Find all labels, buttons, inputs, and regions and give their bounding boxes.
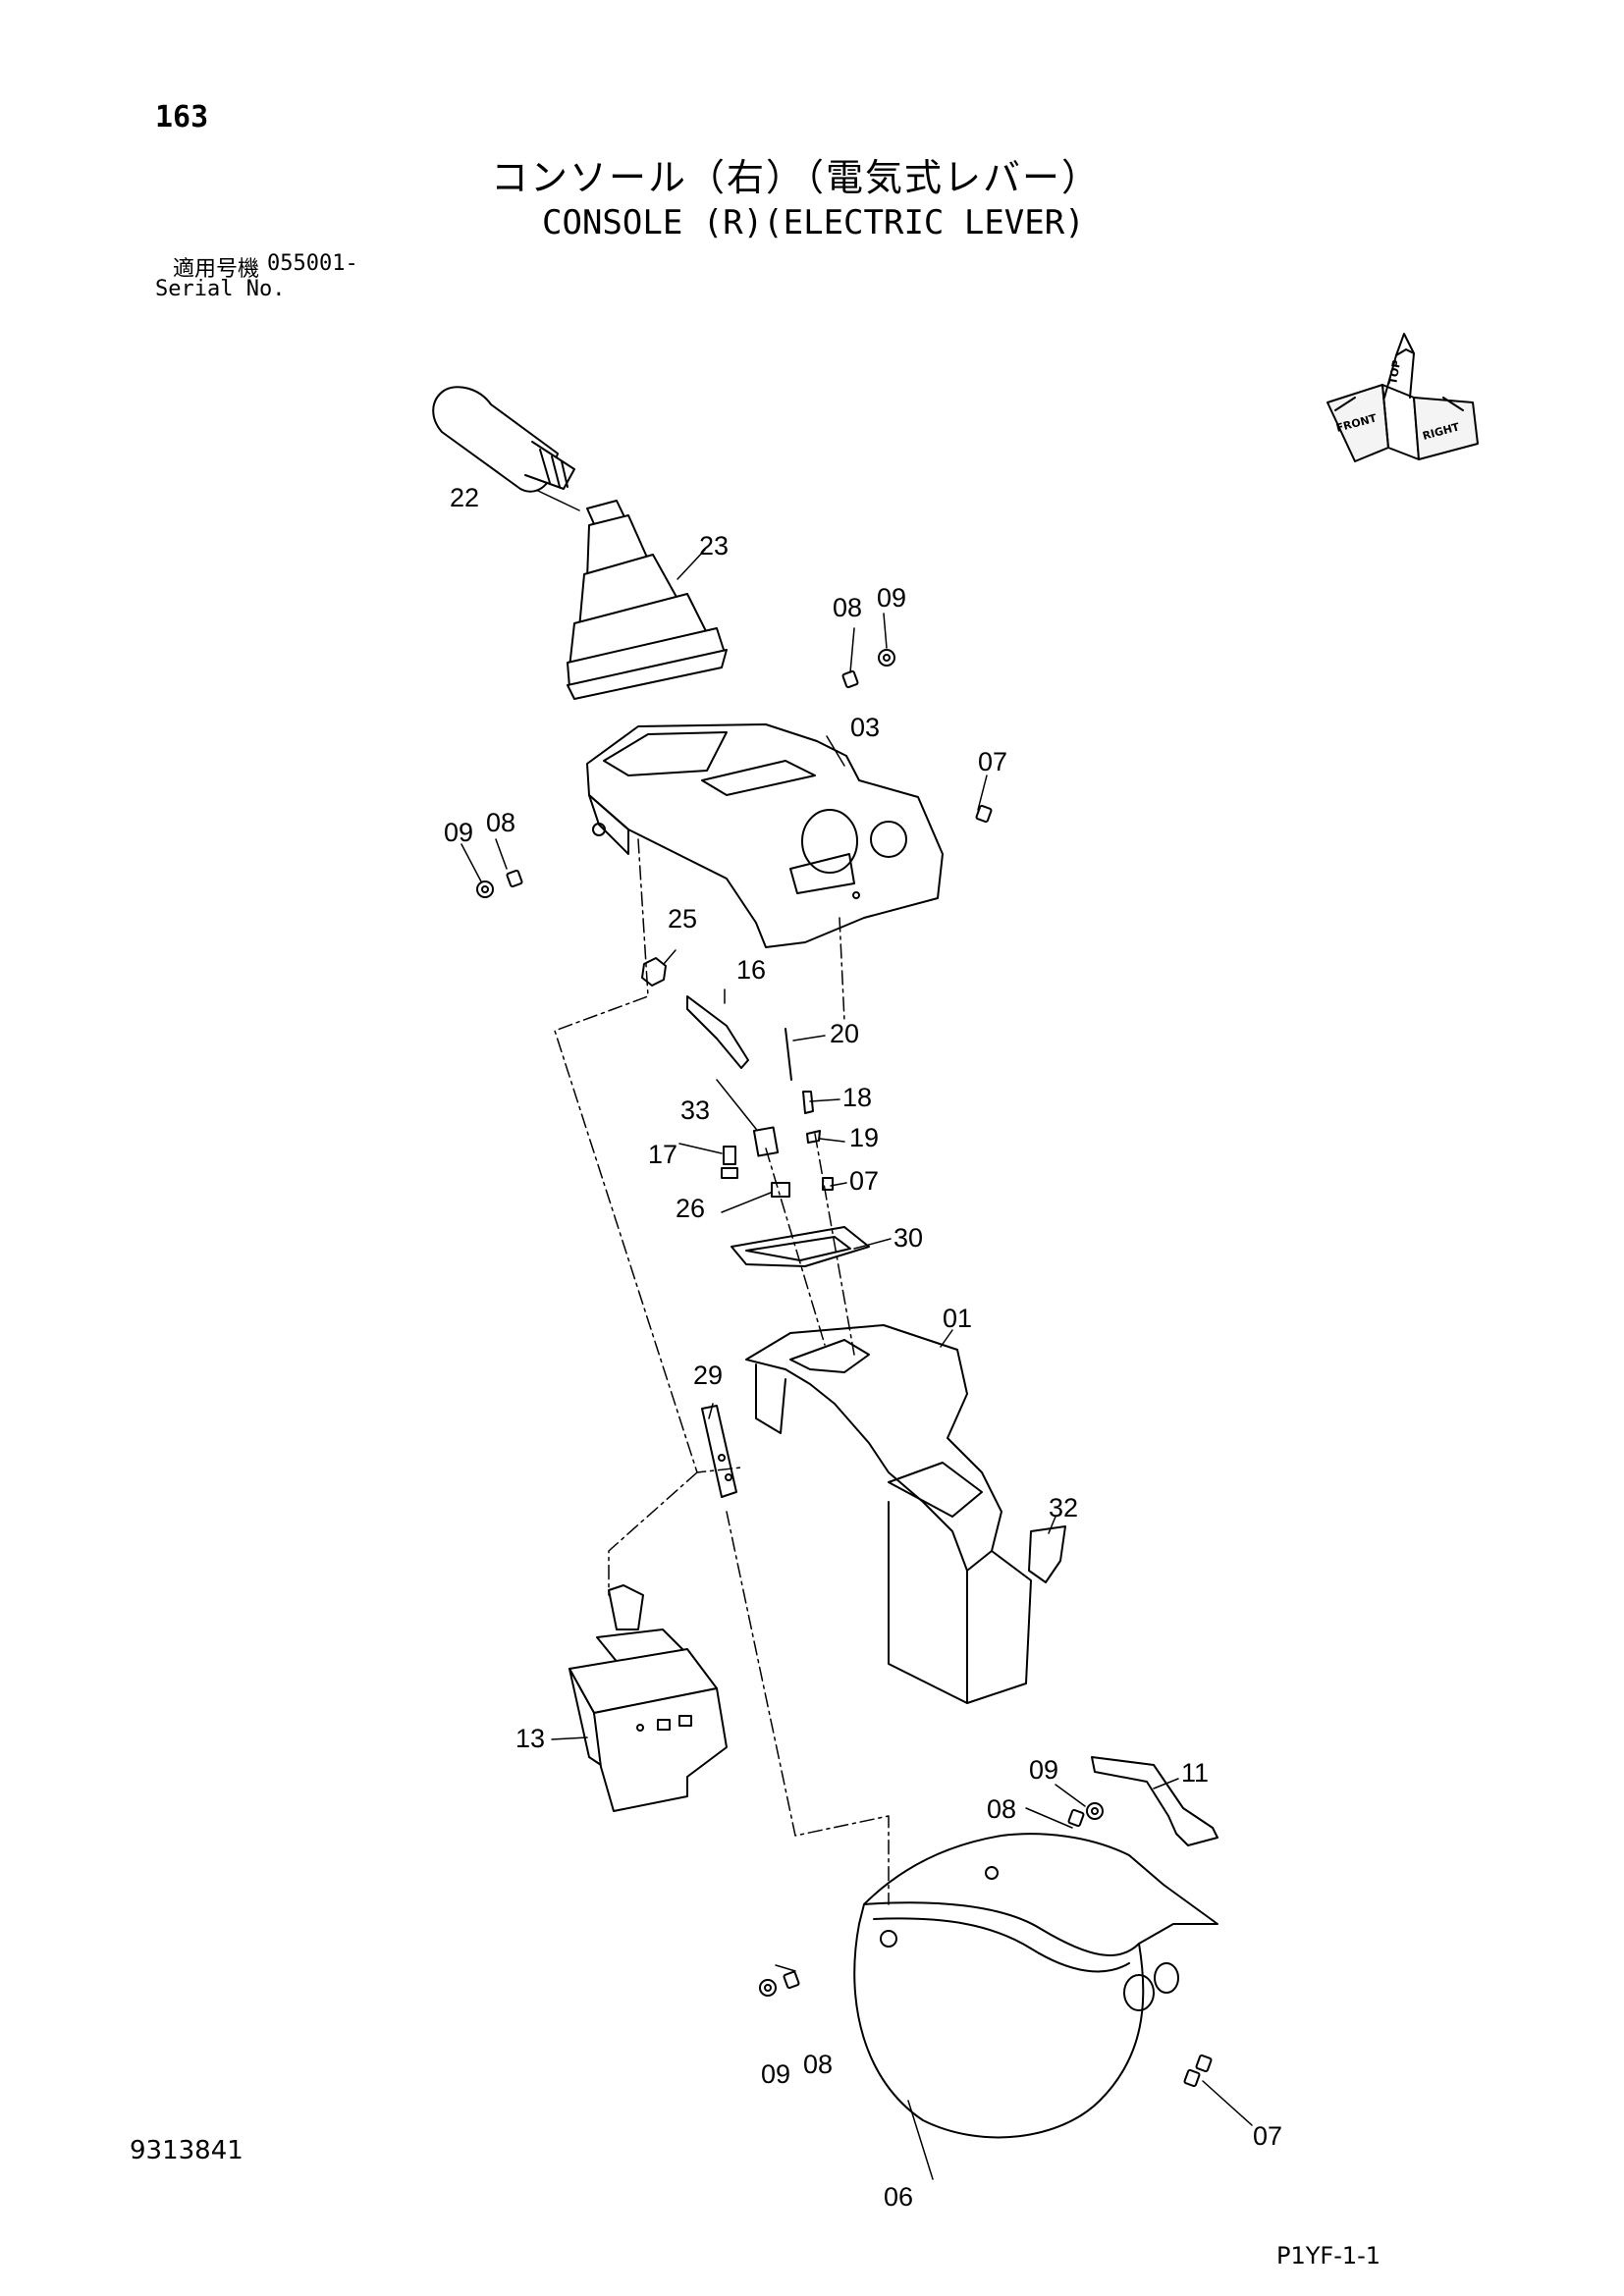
callout: 08 <box>486 808 515 837</box>
page-code: P1YF-1-1 <box>1276 2242 1381 2269</box>
callout: 32 <box>1049 1493 1078 1522</box>
serial-value: 055001- <box>267 251 358 276</box>
callout: 09 <box>877 583 906 613</box>
callout: 07 <box>849 1166 879 1196</box>
callout: 09 <box>1029 1755 1058 1785</box>
callout: 09 <box>761 2059 790 2089</box>
callout: 06 <box>884 2182 913 2212</box>
callout: 09 <box>444 818 473 847</box>
title-english: CONSOLE (R)(ELECTRIC LEVER) <box>542 203 1085 242</box>
leader-lines <box>460 490 1253 2180</box>
callout: 25 <box>668 904 697 934</box>
serial-label-japanese: 適用号機 <box>173 257 260 282</box>
callout: 33 <box>680 1095 710 1125</box>
page-number: 163 <box>155 100 209 134</box>
serial-label-english: Serial No. <box>155 277 286 301</box>
callout: 08 <box>803 2050 833 2079</box>
callout: 19 <box>849 1123 879 1152</box>
guide-lines <box>554 838 890 1905</box>
callout: 07 <box>978 747 1007 776</box>
callout: 30 <box>893 1223 923 1253</box>
title-japanese: コンソール（右）（電気式レバー） <box>491 156 1102 199</box>
part-29-plate <box>701 1405 737 1498</box>
callout: 08 <box>987 1794 1016 1824</box>
callout: 22 <box>450 483 479 512</box>
callout: 26 <box>676 1194 705 1223</box>
top-label: TOP <box>1386 359 1403 386</box>
part-11-rod <box>1091 1756 1218 1846</box>
callout: 18 <box>842 1083 872 1112</box>
callout: 16 <box>736 955 766 985</box>
callout: 03 <box>850 713 880 742</box>
callout: 01 <box>943 1304 972 1333</box>
callout: 20 <box>830 1019 859 1048</box>
part-23-boot <box>567 500 728 700</box>
part-13-lever-unit <box>568 1584 728 1812</box>
callout: 11 <box>1181 1758 1209 1788</box>
small-fasteners <box>759 1802 1213 2088</box>
callout: 29 <box>693 1361 723 1390</box>
callout: 13 <box>515 1724 545 1753</box>
part-01-bracket <box>745 1324 1066 1704</box>
callouts: 22 23 08 09 03 07 09 08 25 16 20 18 33 1… <box>444 483 1282 2212</box>
part-06-lower-cover <box>853 1833 1218 2139</box>
fasteners <box>476 649 993 1267</box>
callout: 17 <box>648 1140 677 1169</box>
part-03-console-cover <box>586 723 944 948</box>
part-22-lever-grip <box>432 386 575 493</box>
drawing-number: 9313841 <box>130 2136 244 2165</box>
callout: 08 <box>833 593 862 622</box>
orientation-indicator: FRONT RIGHT TOP <box>1326 333 1479 462</box>
callout: 23 <box>699 531 729 561</box>
callout: 07 <box>1253 2121 1282 2151</box>
